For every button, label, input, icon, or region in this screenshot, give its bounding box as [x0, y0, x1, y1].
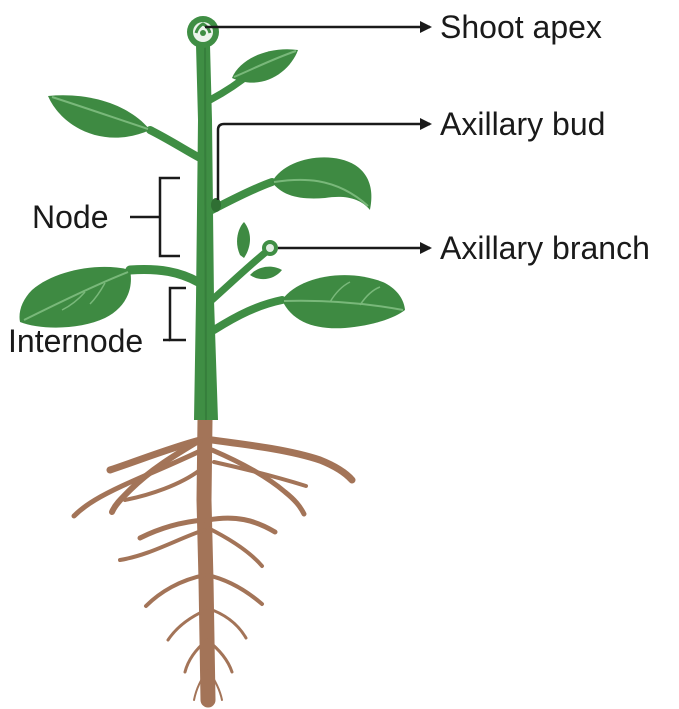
node-label: Node [32, 199, 109, 235]
axillary-bud [211, 198, 221, 212]
shoot-apex-label: Shoot apex [440, 9, 602, 45]
axillary-branch-tip [262, 240, 278, 256]
leaf-axillary-small [250, 267, 282, 280]
leaf-top-right [232, 49, 298, 82]
main-stem [130, 45, 282, 420]
leaf-small-bud [237, 222, 250, 258]
leaf-upper-right [272, 157, 371, 210]
leaf-upper-left [48, 95, 150, 137]
node-bracket-icon [160, 178, 180, 256]
shoot-apex-bud [187, 16, 219, 48]
leaf-lower-right [282, 275, 405, 328]
root-system [74, 420, 352, 700]
axillary-bud-label: Axillary bud [440, 106, 605, 142]
internode-bracket-icon [170, 288, 186, 340]
leaf-lower-left [20, 267, 131, 328]
internode-label: Internode [8, 323, 143, 359]
axillary-branch-label: Axillary branch [440, 230, 650, 266]
